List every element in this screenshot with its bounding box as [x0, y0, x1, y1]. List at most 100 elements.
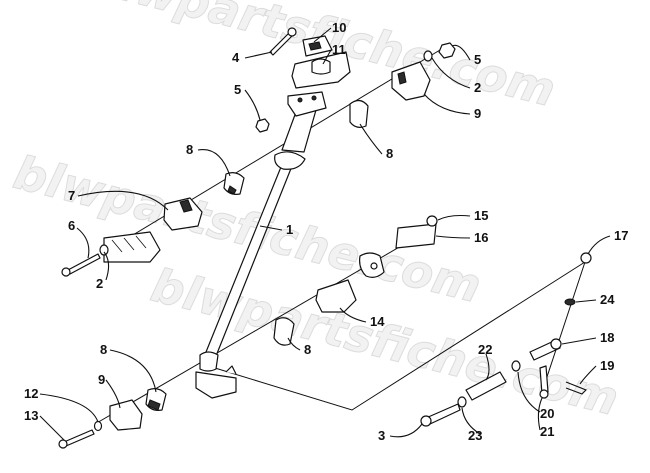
leader-5-left: [244, 89, 261, 121]
leader-8-bottom: [109, 349, 157, 393]
leader-11: [322, 49, 332, 65]
leader-4: [244, 51, 273, 59]
callout-1: 1: [286, 222, 293, 237]
callout-17: 17: [614, 228, 628, 243]
bolt-6: [67, 253, 101, 275]
callout-20: 20: [540, 406, 554, 421]
clamp-base-11-saddle: [311, 58, 331, 75]
nut-17: [580, 252, 592, 264]
clamp-7-slot: [179, 199, 193, 213]
jam-nut-23: [457, 396, 467, 408]
callout-10: 10: [332, 20, 346, 35]
callout-5: 5: [474, 52, 481, 67]
bushing-8-left-shade: [227, 185, 237, 195]
leader-18: [561, 337, 597, 345]
leader-15: [437, 214, 471, 221]
callout-6: 6: [68, 218, 75, 233]
leader-13: [39, 415, 65, 441]
callout-3: 3: [378, 428, 385, 443]
callout-5: 5: [234, 82, 241, 97]
leader-6: [76, 227, 90, 259]
steering-post: [195, 91, 327, 399]
callout-7: 7: [68, 188, 75, 203]
callout-15: 15: [474, 208, 488, 223]
support-plates: [103, 215, 438, 278]
callout-23: 23: [468, 428, 482, 443]
leader-21: [537, 397, 543, 431]
leader-22: [485, 353, 490, 381]
cotter-24: [564, 298, 576, 306]
leader-2-lower: [103, 251, 110, 281]
nuts: [255, 42, 456, 133]
rod-end-3-eye: [420, 415, 432, 427]
steering-arm: [195, 371, 237, 399]
callout-2: 2: [474, 80, 481, 95]
bushing-8-bottom-shade: [147, 399, 161, 411]
leader-9-lower: [105, 379, 121, 409]
callout-21: 21: [540, 424, 554, 439]
callout-labels: 4 10 11 5 5 2 9 8 8 7 1 6 2 15 16 17 14 …: [24, 20, 628, 443]
leader-12: [39, 393, 99, 423]
bolt-13: [63, 429, 95, 447]
bolt-13-head: [58, 439, 68, 449]
pitman-nut-21: [539, 389, 549, 399]
washer-12: [93, 420, 103, 432]
tie-rod-axis: [214, 261, 586, 411]
callout-8: 8: [304, 342, 311, 357]
leader-lines: [39, 27, 611, 441]
leader-3: [389, 423, 423, 438]
clamp-9-lower: [109, 399, 143, 431]
bushings-and-clamps: [109, 61, 431, 431]
plate-hole: [297, 97, 303, 103]
handlebar-clamp-upper: [269, 27, 351, 89]
upper-collar: [274, 151, 306, 170]
bushing-8-upper: [349, 99, 369, 128]
callout-24: 24: [600, 292, 615, 307]
callout-9: 9: [474, 106, 481, 121]
clamp-9-upper-slot: [397, 71, 407, 85]
tie-rod-end-18-eye: [550, 338, 562, 350]
callout-8: 8: [386, 146, 393, 161]
callout-16: 16: [474, 230, 488, 245]
leader-2-upper: [431, 57, 471, 89]
leader-19: [579, 365, 597, 385]
cotter-pin-19: [565, 381, 587, 395]
upper-axis: [107, 49, 441, 251]
adjuster-sleeve-22: [465, 371, 507, 401]
leader-20: [517, 371, 541, 413]
mounting-hardware: [58, 244, 109, 449]
upper-post-cone: [281, 109, 317, 153]
lower-collar: [199, 351, 219, 372]
bolt-6-head: [61, 267, 71, 277]
callout-22: 22: [478, 342, 492, 357]
callout-2: 2: [96, 276, 103, 291]
leader-8-lower: [287, 337, 301, 351]
bolt-4-head: [287, 27, 297, 37]
nut-5-left: [255, 118, 270, 133]
leader-8-left: [197, 148, 231, 177]
clamp-9-upper: [391, 61, 431, 101]
washer-2-lower: [99, 244, 109, 256]
leader-1: [259, 225, 283, 231]
clamp-7: [163, 197, 203, 231]
callout-14: 14: [370, 314, 385, 329]
nut-5-upper: [438, 42, 456, 59]
leader-16: [435, 235, 471, 239]
callout-19: 19: [600, 358, 614, 373]
arm-stop: [225, 365, 237, 375]
tie-rod-assembly: [420, 252, 592, 427]
washer-2-upper: [423, 50, 433, 62]
steering-plate: [287, 91, 327, 117]
plate-hole: [311, 95, 317, 101]
leader-9-upper: [423, 93, 471, 115]
leader-14: [339, 307, 367, 323]
callout-8: 8: [100, 342, 107, 357]
leader-17: [587, 235, 611, 255]
callout-13: 13: [24, 408, 38, 423]
leader-8-upper: [359, 123, 383, 155]
leader-24: [575, 299, 597, 303]
plate-16: [395, 223, 437, 249]
assembly-axes: [94, 49, 586, 425]
